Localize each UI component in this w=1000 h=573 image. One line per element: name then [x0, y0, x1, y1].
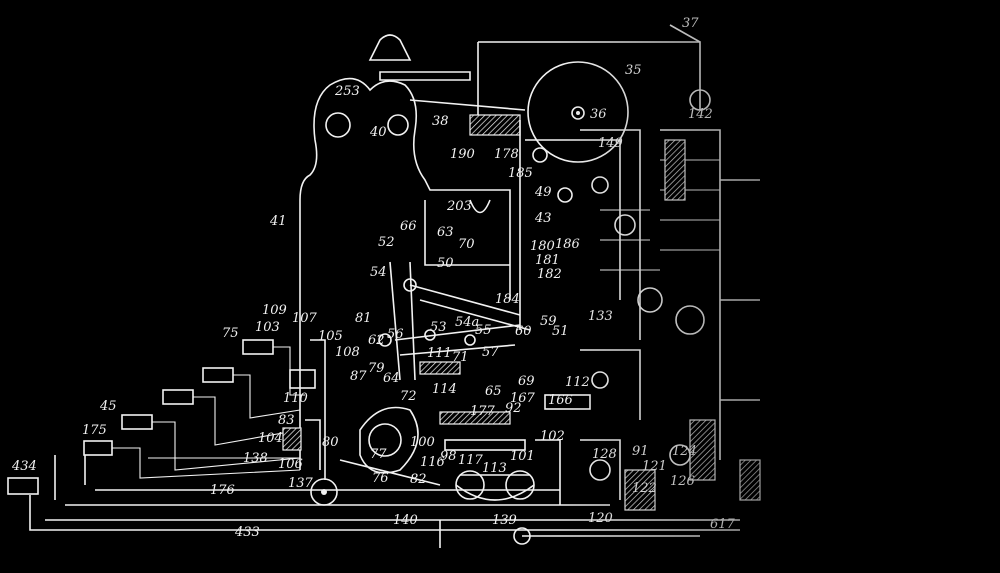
label-140: 140 — [393, 513, 418, 528]
label-116: 116 — [420, 455, 445, 470]
label-70: 70 — [458, 237, 475, 252]
label-108: 108 — [335, 345, 360, 360]
label-104: 104 — [258, 431, 283, 446]
label-62: 62 — [368, 333, 385, 348]
key-levers — [8, 340, 305, 494]
label-71: 71 — [452, 350, 469, 365]
label-80: 80 — [322, 435, 339, 450]
edge-fade — [560, 0, 1000, 568]
label-53: 53 — [430, 320, 447, 335]
label-137: 137 — [288, 476, 314, 491]
label-52: 52 — [378, 235, 395, 250]
label-49: 49 — [534, 185, 552, 200]
label-69: 69 — [518, 374, 535, 389]
label-203: 203 — [446, 199, 472, 214]
label-106: 106 — [278, 457, 303, 472]
label-76: 76 — [372, 471, 389, 486]
label-103: 103 — [255, 320, 280, 335]
label-72: 72 — [400, 389, 417, 404]
label-167: 167 — [510, 391, 536, 406]
label-176: 176 — [210, 483, 235, 498]
label-66: 66 — [400, 219, 417, 234]
label-43: 43 — [534, 211, 552, 226]
label-82: 82 — [410, 472, 427, 487]
label-109: 109 — [262, 303, 287, 318]
label-83: 83 — [278, 413, 295, 428]
label-54a: 54a — [455, 315, 479, 330]
label-65: 65 — [485, 384, 502, 399]
label-113: 113 — [482, 461, 507, 476]
label-77: 77 — [370, 447, 387, 462]
label-253: 253 — [334, 84, 360, 99]
label-56: 56 — [387, 327, 404, 342]
label-180: 180 — [530, 239, 555, 254]
label-182: 182 — [537, 267, 562, 282]
label-101: 101 — [510, 449, 535, 464]
label-107: 107 — [292, 311, 318, 326]
label-75a: 75 — [222, 326, 239, 341]
label-184: 184 — [495, 292, 520, 307]
label-175: 175 — [82, 423, 107, 438]
label-433: 433 — [234, 525, 260, 540]
label-60: 60 — [515, 324, 532, 339]
label-185: 185 — [508, 166, 533, 181]
label-81: 81 — [355, 311, 372, 326]
label-178: 178 — [494, 147, 519, 162]
label-139: 139 — [492, 513, 517, 528]
label-190: 190 — [450, 147, 475, 162]
label-110: 110 — [283, 391, 308, 406]
label-177: 177 — [470, 404, 496, 419]
label-64: 64 — [383, 371, 400, 386]
label-63: 63 — [437, 225, 454, 240]
label-434: 434 — [11, 459, 37, 474]
label-117: 117 — [458, 453, 484, 468]
label-138: 138 — [243, 451, 268, 466]
label-41: 41 — [269, 214, 287, 229]
label-181: 181 — [535, 253, 560, 268]
label-40: 40 — [369, 125, 387, 140]
label-111: 111 — [427, 346, 452, 361]
label-87: 87 — [350, 369, 367, 384]
label-57: 57 — [482, 345, 499, 360]
label-50: 50 — [437, 256, 454, 271]
label-114: 114 — [432, 382, 457, 397]
label-100: 100 — [410, 435, 435, 450]
label-45: 45 — [99, 399, 117, 414]
label-54: 54 — [370, 265, 387, 280]
label-79: 79 — [368, 361, 385, 376]
label-38: 38 — [432, 114, 449, 129]
label-105: 105 — [318, 329, 343, 344]
